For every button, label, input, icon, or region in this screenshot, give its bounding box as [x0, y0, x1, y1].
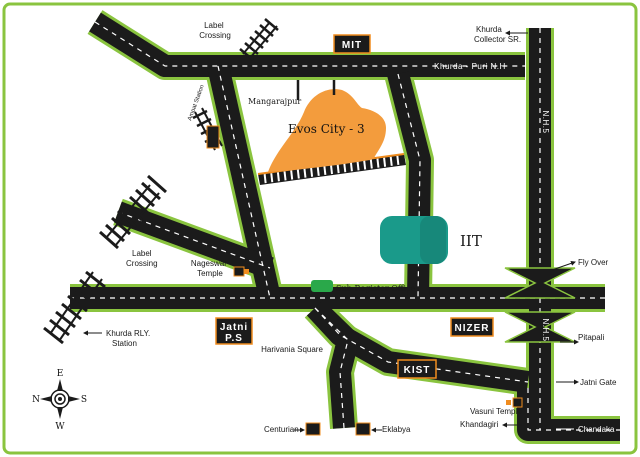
jatni-gate-label: Jatni Gate [580, 378, 617, 387]
mit-label: MIT [342, 40, 362, 51]
nh5-north-label: N.H.5 [541, 111, 550, 134]
label-crossing-left-label: Label Crossing [126, 249, 158, 268]
sub-register-office-label: Sub-Register Office [336, 284, 416, 293]
bridge-stripe [356, 161, 360, 171]
bridge-stripe [383, 157, 387, 167]
bridge-stripe [349, 162, 353, 172]
bridge-stripe [343, 163, 347, 173]
compass-e-label: E [57, 369, 64, 379]
label-crossing-top-label: Label Crossing [199, 21, 231, 40]
jatni-ps-badge: Jatni P.S [215, 317, 253, 345]
bridge-stripe [296, 169, 300, 179]
kist-badge: KIST [397, 359, 437, 379]
evos-city-label: Evos City - 3 [288, 122, 365, 136]
vasuni-temple-label: Vasuni Temple [470, 407, 522, 416]
pitapali-label: Pitapali [578, 333, 604, 342]
khurda-rly-station-label: Khurda RLY. Station [106, 329, 152, 348]
bridge-stripe [369, 159, 373, 169]
nizer-label: NIZER [455, 323, 490, 334]
eklabya-label: Eklabya [382, 425, 411, 434]
harivania-square-label: Harivania Square [261, 345, 323, 354]
road-network [70, 10, 620, 444]
bridge-stripe [276, 172, 280, 182]
vasuni-temple-icon [506, 397, 523, 408]
evos-city-area [268, 89, 386, 172]
jatni-ps-label-line2: P.S [225, 333, 243, 344]
chandaka-label: Chandaka [578, 425, 615, 434]
railway-track-left [99, 174, 167, 250]
khandagiri-label: Khandagiri [460, 420, 498, 429]
bridge-stripe [389, 156, 393, 166]
bridge-stripe [303, 168, 307, 178]
railway-track-top [239, 18, 279, 61]
khurda-puri-nh-label: Khurda - Puri N.H [434, 62, 506, 71]
bridge-stripe [330, 164, 333, 175]
mit-badge: MIT [333, 34, 371, 54]
nageswar-temple-label: Nageswar Temple [191, 259, 229, 278]
bridge-stripe [283, 171, 287, 181]
compass-w-label: W [55, 422, 65, 432]
bridge-stripe [323, 165, 327, 176]
road-center-lines [70, 21, 620, 431]
bridge-stripe [396, 155, 400, 166]
nh5-south-label: N.H.5 [541, 319, 550, 342]
bridge-stripe [263, 173, 267, 184]
bridge-stripe [270, 173, 274, 183]
fly-over-arrow [551, 260, 576, 271]
jatni-ps-label-line1: Jatni [220, 322, 248, 333]
bridge-stripe [290, 170, 294, 180]
ampat-station-badge [206, 125, 220, 149]
centurian-icon [305, 422, 321, 436]
fly-over-label: Fly Over [578, 258, 609, 267]
bridge-stripe [376, 158, 380, 168]
temple-icon [233, 266, 249, 277]
compass-icon [40, 379, 80, 419]
sub-register-office-block [311, 280, 333, 292]
mangarajpur-label: Mangarajpur [248, 97, 301, 106]
bridge-stripe [310, 167, 314, 177]
bridge-stripe [316, 166, 320, 176]
bridge-stripe [336, 163, 340, 174]
centurian-label: Centurian [264, 425, 299, 434]
bridge-stripe [363, 160, 367, 170]
eklabya-icon [355, 422, 371, 436]
compass-n-label: N [32, 395, 40, 405]
khurda-collector-label: Khurda Collector SR. [474, 25, 521, 44]
kist-label: KIST [404, 365, 431, 376]
nizer-badge: NIZER [450, 317, 494, 337]
railway-track-khurda [43, 270, 106, 345]
iit-label: IIT [460, 232, 482, 250]
compass-s-label: S [81, 395, 87, 405]
